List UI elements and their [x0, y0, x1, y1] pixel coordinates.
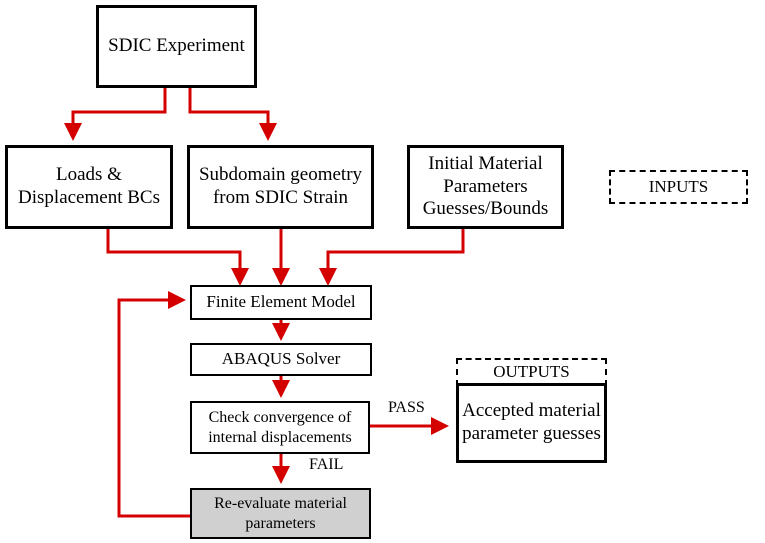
sdic-experiment-box: SDIC Experiment: [96, 5, 257, 88]
finite-element-model-label: Finite Element Model: [206, 292, 356, 312]
arrow-parameters-to-fem: [319, 228, 465, 286]
outputs-box: OUTPUTS: [456, 358, 607, 386]
inputs-box: INPUTS: [609, 170, 748, 204]
sdic-experiment-label: SDIC Experiment: [108, 35, 245, 57]
loads-bcs-label: Loads & Displacement BCs: [18, 164, 160, 208]
finite-element-model-box: Finite Element Model: [190, 285, 372, 320]
inputs-label: INPUTS: [648, 176, 709, 196]
subdomain-geometry-label: Subdomain geometry from SDIC Strain: [198, 164, 363, 208]
loads-bcs-box: Loads & Displacement BCs: [5, 145, 173, 229]
accepted-parameters-label: Accepted material parameter guesses: [462, 400, 601, 444]
subdomain-geometry-box: Subdomain geometry from SDIC Strain: [187, 145, 374, 229]
reevaluate-box: Re-evaluate material parameters: [190, 488, 371, 539]
abaqus-solver-box: ABAQUS Solver: [190, 343, 372, 376]
initial-parameters-box: Initial Material Parameters Guesses/Boun…: [407, 145, 564, 229]
arrow-reevaluate-to-fem: [117, 291, 190, 518]
check-convergence-box: Check convergence of internal displaceme…: [190, 401, 370, 454]
arrow-loads-to-fem: [106, 228, 249, 286]
accepted-parameters-box: Accepted material parameter guesses: [456, 383, 607, 463]
initial-parameters-label: Initial Material Parameters Guesses/Boun…: [422, 152, 549, 220]
outputs-label: OUTPUTS: [493, 361, 570, 381]
arrow-experiment-to-subdomain: [188, 87, 277, 141]
reevaluate-label: Re-evaluate material parameters: [214, 495, 347, 532]
fail-label: FAIL: [309, 456, 344, 473]
check-convergence-label: Check convergence of internal displaceme…: [208, 409, 352, 446]
arrow-experiment-to-loads: [64, 87, 167, 141]
pass-label: PASS: [388, 399, 425, 416]
abaqus-solver-label: ABAQUS Solver: [221, 349, 341, 369]
